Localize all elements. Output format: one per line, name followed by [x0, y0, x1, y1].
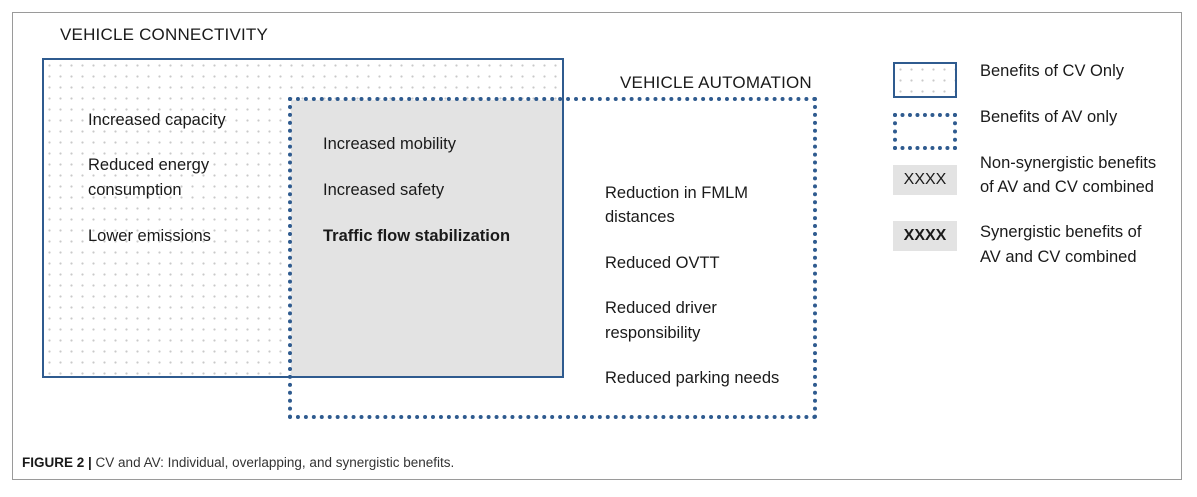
av-item-ovtt: Reduced OVTT	[605, 254, 720, 272]
av-item-parking: Reduced parking needs	[605, 369, 780, 387]
cv-heading: VEHICLE CONNECTIVITY	[60, 25, 269, 44]
figure-caption-label: FIGURE 2 |	[22, 455, 92, 470]
av-item-driver-line2: responsibility	[605, 324, 701, 342]
legend-label-synergistic-line1: Synergistic benefits of	[980, 223, 1142, 241]
figure-caption: FIGURE 2 | CV and AV: Individual, overla…	[22, 455, 454, 470]
overlap-item-mobility: Increased mobility	[323, 135, 456, 153]
overlap-region	[291, 100, 562, 376]
cv-item-energy-line1: Reduced energy	[88, 156, 210, 174]
av-item-fmlm-line2: distances	[605, 208, 675, 226]
figure-caption-text: CV and AV: Individual, overlapping, and …	[91, 455, 455, 470]
cv-item-capacity: Increased capacity	[88, 111, 226, 129]
legend-label-non-synergistic-line2: of AV and CV combined	[980, 178, 1154, 196]
legend-swatch-synergistic: XXXX	[893, 221, 957, 251]
legend-label-non-synergistic-line1: Non-synergistic benefits	[980, 154, 1157, 172]
legend-swatch-cv	[893, 62, 957, 98]
av-heading: VEHICLE AUTOMATION	[620, 73, 812, 92]
overlap-item-safety: Increased safety	[323, 181, 445, 199]
overlap-item-traffic-flow: Traffic flow stabilization	[323, 227, 511, 245]
legend-label-synergistic-line2: AV and CV combined	[980, 248, 1137, 266]
legend-label-av: Benefits of AV only	[980, 108, 1118, 126]
av-item-driver-line1: Reduced driver	[605, 299, 717, 317]
legend-label-cv: Benefits of CV Only	[980, 62, 1124, 80]
legend-swatch-non-synergistic: XXXX	[893, 165, 957, 195]
legend-swatch-av	[893, 113, 957, 150]
cv-item-emissions: Lower emissions	[88, 227, 211, 245]
figure-frame	[12, 12, 1182, 480]
cv-item-energy-line2: consumption	[88, 181, 182, 199]
av-item-fmlm-line1: Reduction in FMLM	[605, 184, 749, 202]
av-region	[288, 97, 817, 419]
